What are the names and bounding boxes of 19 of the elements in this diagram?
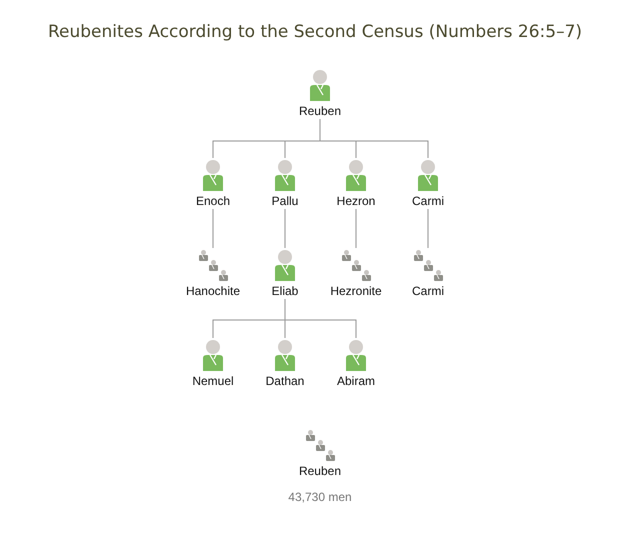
- person-name: Nemuel: [192, 374, 234, 388]
- person-name: Pallu: [272, 194, 298, 208]
- person-name: Enoch: [196, 194, 230, 208]
- connector-line: [284, 298, 356, 338]
- person-name: Hanochite: [186, 284, 240, 298]
- connector-line: [320, 118, 428, 158]
- connector-line: [284, 208, 286, 248]
- person-name: Carmi: [412, 284, 444, 298]
- person-name: Hezron: [336, 194, 376, 208]
- person-name: Carmi: [412, 194, 444, 208]
- connector-line: [212, 208, 214, 248]
- person-name: Dathan: [266, 374, 304, 388]
- person-name: Hezronite: [330, 284, 382, 298]
- count-label: 43,730 men: [287, 490, 353, 504]
- diagram-title: Reubenites According to the Second Census (Numbers 26:5–7): [46, 22, 584, 42]
- person-name: Reuben: [298, 464, 342, 478]
- person-name: Eliab: [272, 284, 298, 298]
- person-name: Reuben: [298, 104, 342, 118]
- person-name: Abiram: [336, 374, 375, 388]
